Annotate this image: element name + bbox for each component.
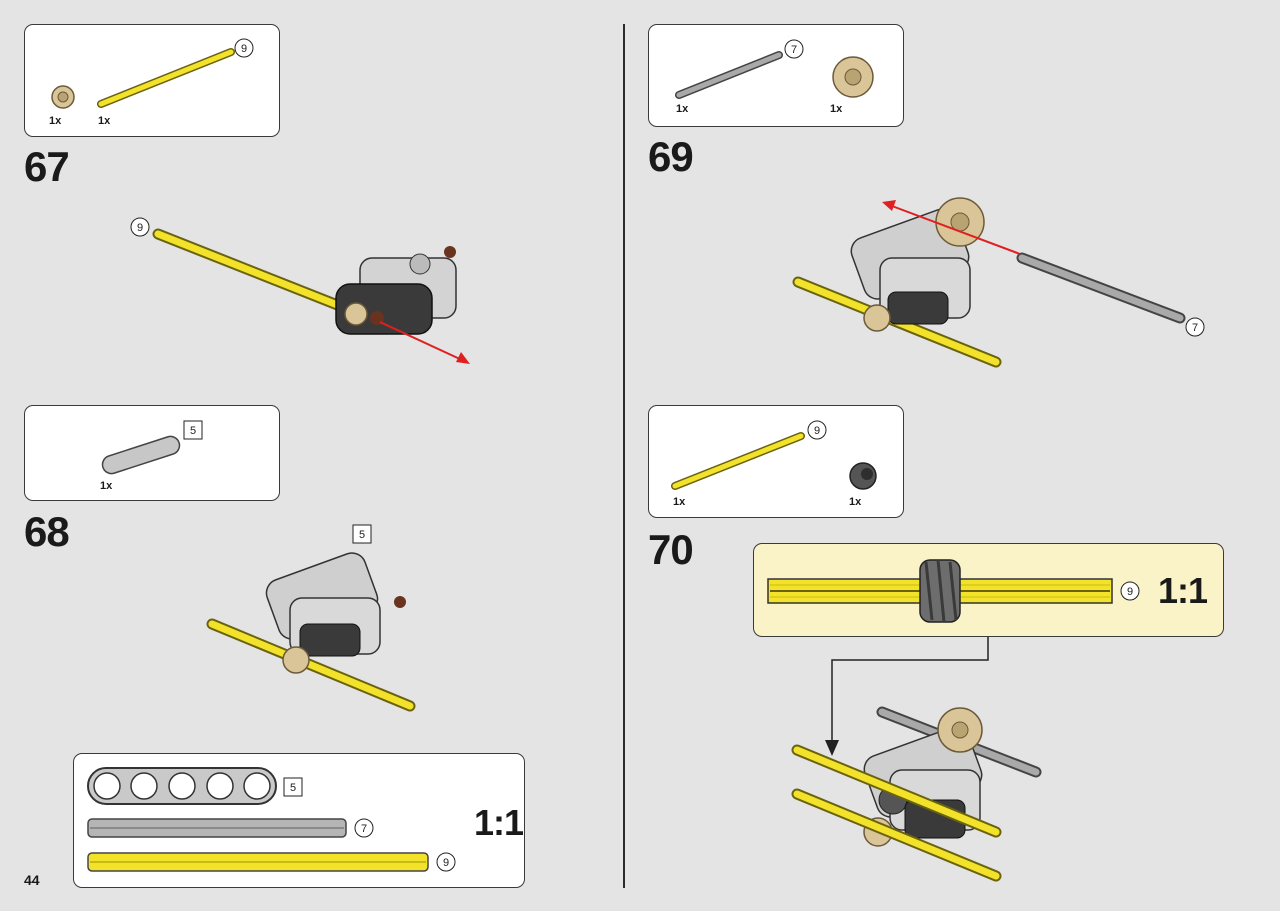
yellow-axle-icon: [791, 788, 1002, 882]
reference-scale-box: 5 7 9 1:1: [73, 753, 525, 888]
callout-label: 9: [1127, 586, 1133, 598]
size-callout-icon: 7: [1185, 317, 1205, 337]
size-callout-icon: 5: [352, 524, 372, 544]
callout-label: 9: [814, 425, 820, 437]
gray-axle-icon: [1016, 252, 1186, 324]
connector-arrow-icon: [825, 637, 989, 756]
scale-ratio: 1:1: [474, 802, 524, 843]
callout-label: 5: [190, 425, 196, 437]
tan-gear-icon: [832, 56, 874, 98]
gearbox-assembly-icon: [850, 197, 985, 332]
parts-illustration: 7: [675, 39, 874, 99]
gearbox-assembly-icon: [863, 707, 983, 847]
callout-label: 5: [290, 782, 296, 794]
yellow-axle-icon: [791, 744, 1002, 838]
yellow-axle-icon: [97, 48, 235, 108]
size-callout-icon: 7: [784, 39, 804, 59]
part-qty: 1x: [49, 115, 62, 127]
worm-gear-icon: [919, 559, 961, 623]
arrow-icon: [882, 200, 1021, 255]
parts-box-step-67: 9 1x 1x: [24, 24, 280, 137]
gray-beam-icon: [101, 435, 181, 475]
parts-illustration: 5: [101, 420, 203, 475]
part-qty: 1x: [676, 103, 689, 115]
part-qty: 1x: [849, 496, 862, 508]
yellow-axle-icon: [152, 228, 351, 314]
scale-ratio: 1:1: [1158, 570, 1208, 611]
gray-axle-reference-icon: [87, 818, 347, 838]
size-callout-icon: 9: [130, 217, 150, 237]
size-callout-icon: 9: [1120, 581, 1140, 601]
reference-parts: 5 7 9: [87, 767, 456, 872]
part-qty: 1x: [98, 115, 111, 127]
subassembly-callout-box: 9 1:1: [753, 543, 1224, 637]
beam-reference-icon: [87, 767, 277, 805]
parts-illustration: 9: [671, 420, 877, 490]
yellow-axle-icon: [206, 618, 416, 712]
gray-axle-icon: [675, 51, 783, 99]
callout-label: 7: [1192, 322, 1198, 334]
parts-illustration: 9: [51, 38, 254, 109]
yellow-axle-icon: [792, 276, 1002, 368]
size-callout-icon: 9: [807, 420, 827, 440]
callout-label: 9: [241, 43, 247, 55]
size-callout-icon: 7: [354, 818, 374, 838]
yellow-axle-reference-icon: [87, 852, 429, 872]
part-qty: 1x: [673, 496, 686, 508]
gearbox-assembly-icon: [265, 552, 406, 674]
tan-gear-icon: [51, 85, 75, 109]
size-callout-icon: 5: [183, 420, 203, 440]
callout-label: 9: [443, 857, 449, 869]
part-qty: 1x: [100, 480, 113, 492]
gearbox-assembly-icon: [335, 246, 457, 335]
size-callout-icon: 5: [283, 777, 303, 797]
yellow-axle-icon: [671, 432, 805, 490]
parts-box-step-69: 7 1x 1x: [648, 24, 904, 127]
step-number-67: 67: [24, 143, 70, 190]
arrow-icon: [379, 321, 470, 364]
callout-label: 9: [137, 222, 143, 234]
parts-box-step-68: 5 1x: [24, 405, 280, 501]
step-number-69: 69: [648, 133, 694, 180]
callout-label: 5: [359, 529, 365, 541]
parts-box-step-70: 9 1x 1x: [648, 405, 904, 518]
dark-bush-icon: [849, 462, 877, 490]
page-divider: [623, 24, 625, 888]
subassembly-illustration: 9: [767, 559, 1140, 623]
size-callout-icon: 9: [436, 852, 456, 872]
step-number-68: 68: [24, 508, 70, 555]
callout-label: 7: [791, 44, 797, 56]
gray-axle-icon: [876, 706, 1042, 778]
page-number: 44: [24, 872, 40, 888]
callout-label: 7: [361, 823, 367, 835]
part-qty: 1x: [830, 103, 843, 115]
step-number-70: 70: [648, 526, 694, 573]
size-callout-icon: 9: [234, 38, 254, 58]
